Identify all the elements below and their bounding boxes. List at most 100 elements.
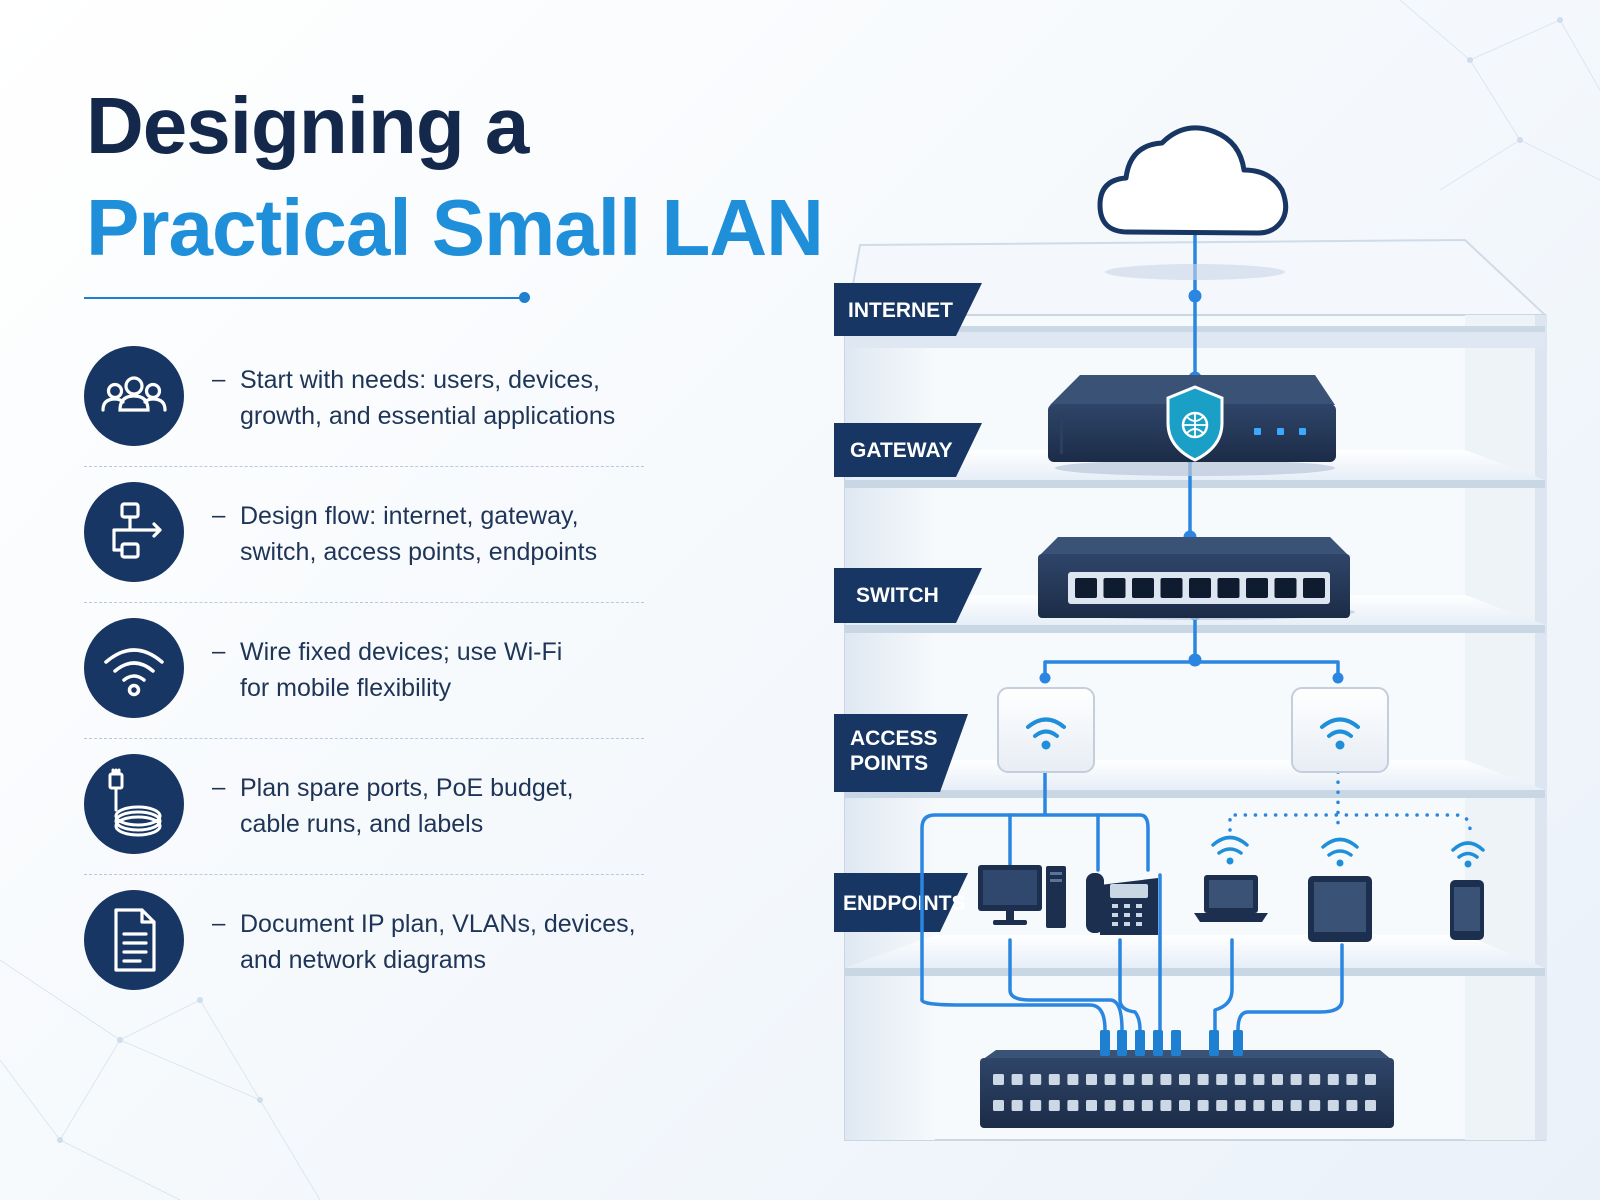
patch-panel-port	[993, 1100, 1004, 1111]
patch-panel-port	[1160, 1074, 1172, 1085]
patch-panel-icon	[980, 1030, 1394, 1128]
tip-divider	[84, 874, 644, 875]
switch-port	[1189, 578, 1211, 598]
smartphone-icon	[1450, 841, 1485, 940]
patch-panel-port	[1309, 1074, 1321, 1085]
switch-port	[1132, 578, 1154, 598]
laptop-icon	[1194, 835, 1268, 922]
tier-label-internet: INTERNET	[834, 283, 982, 336]
switch-port	[1274, 578, 1297, 598]
bullet-dash: –	[212, 638, 226, 665]
patch-panel-port	[1253, 1074, 1265, 1085]
patch-panel-port	[1346, 1100, 1358, 1111]
link-ap-drops	[1008, 813, 1100, 872]
tip-line-1: Plan spare ports, PoE budget,	[240, 774, 574, 802]
tip-divider	[84, 738, 644, 739]
tip-line-1: Start with needs: users, devices,	[240, 366, 600, 394]
patch-cable-plug	[1135, 1030, 1145, 1056]
tip-line-2: growth, and essential applications	[240, 402, 616, 430]
wireless-links	[1228, 770, 1472, 832]
patch-panel-port	[1123, 1074, 1135, 1085]
wifi-icon	[1451, 841, 1485, 859]
tip-text: Design flow: internet, gateway, switch, …	[240, 498, 660, 570]
tip-item-design-flow: – Design flow: internet, gateway, switch…	[84, 468, 644, 604]
bullet-dash: –	[212, 910, 226, 937]
tip-text: Wire fixed devices; use Wi-Fi for mobile…	[240, 634, 660, 706]
tier-label-text: INTERNET	[848, 299, 953, 322]
wifi-icon	[1320, 717, 1360, 738]
gateway-router-icon	[1048, 375, 1336, 476]
link-ap-wired-endpoints	[920, 770, 1150, 1002]
switch-port	[1217, 578, 1240, 598]
patch-panel-port	[1309, 1100, 1321, 1111]
wifi-icon	[1026, 717, 1066, 738]
internet-cloud-icon	[1097, 125, 1289, 280]
tip-item-documentation: – Document IP plan, VLANs, devices, and …	[84, 876, 644, 1012]
cable-desktop-to-panel	[920, 998, 1107, 1032]
shelf	[845, 935, 1545, 976]
tip-item-needs: – Start with needs: users, devices, grow…	[84, 332, 644, 468]
patch-panel-port	[1179, 1074, 1190, 1085]
title-underline-dot	[519, 292, 530, 303]
tip-divider	[84, 602, 644, 603]
tip-line-2: and network diagrams	[240, 946, 486, 974]
patch-panel-port	[1365, 1074, 1376, 1085]
network-switch-icon	[1038, 537, 1355, 620]
patch-panel-port	[1216, 1100, 1228, 1111]
shelf	[845, 760, 1545, 798]
patch-panel-port	[1346, 1074, 1358, 1085]
ethernet-cable-icon	[84, 754, 184, 854]
tip-line-1: Design flow: internet, gateway,	[240, 502, 579, 530]
switch-port	[1103, 578, 1126, 598]
cable-pc-to-panel	[1008, 938, 1124, 1032]
patch-panel-port	[1216, 1074, 1228, 1085]
desktop-computer-icon	[978, 865, 1066, 928]
tip-text: Start with needs: users, devices, growth…	[240, 362, 660, 434]
page-title-line-2: Practical Small LAN	[86, 183, 824, 272]
tip-text: Plan spare ports, PoE budget, cable runs…	[240, 770, 660, 842]
patch-cable-plug	[1153, 1030, 1163, 1056]
patch-cable-plug	[1100, 1030, 1110, 1056]
patch-panel-port	[1011, 1100, 1023, 1111]
access-point-right-icon	[1291, 687, 1389, 773]
patch-cable-plug	[1171, 1030, 1181, 1056]
tier-label-switch: SWITCH	[834, 568, 982, 623]
patch-panel-port	[1290, 1074, 1302, 1085]
patch-panel-port	[1234, 1100, 1246, 1111]
wifi-icon	[1321, 837, 1359, 857]
tip-item-ports: – Plan spare ports, PoE budget, cable ru…	[84, 740, 644, 876]
tier-label-endpoints: ENDPOINTS	[834, 873, 968, 932]
cable-laptop-to-panel	[1213, 938, 1234, 1032]
bullet-dash: –	[212, 366, 226, 393]
patch-panel-port	[1141, 1074, 1153, 1085]
tip-text: Document IP plan, VLANs, devices, and ne…	[240, 906, 660, 978]
wifi-icon	[84, 618, 184, 718]
patch-panel-port	[1290, 1100, 1302, 1111]
patch-panel-port	[1086, 1100, 1097, 1111]
document-icon	[84, 890, 184, 990]
patch-panel-port	[993, 1074, 1004, 1085]
patch-panel-port	[1179, 1100, 1190, 1111]
patch-panel-port	[1327, 1100, 1339, 1111]
patch-panel-port	[1067, 1100, 1079, 1111]
tip-line-1: Document IP plan, VLANs, devices,	[240, 910, 636, 938]
tip-line-1: Wire fixed devices; use Wi-Fi	[240, 638, 563, 666]
shield-icon	[1166, 385, 1224, 462]
patch-panel-port	[1197, 1074, 1209, 1085]
patch-panel-port	[1048, 1100, 1060, 1111]
tip-line-2: cable runs, and labels	[240, 810, 484, 838]
tier-label-text: SWITCH	[856, 584, 939, 607]
patch-panel-port	[1086, 1074, 1097, 1085]
switch-port	[1246, 578, 1268, 598]
tier-label-text: ACCESS	[850, 727, 938, 750]
status-led-icons	[1254, 428, 1306, 435]
tip-item-wifi: – Wire fixed devices; use Wi-Fi for mobi…	[84, 604, 644, 740]
patch-panel-port	[1272, 1074, 1283, 1085]
phone-keypad	[1112, 904, 1142, 926]
bullet-dash: –	[212, 774, 226, 801]
title-underline	[84, 297, 524, 299]
tier-label-text: ENDPOINTS	[843, 892, 966, 915]
tier-label-text: POINTS	[850, 752, 928, 775]
